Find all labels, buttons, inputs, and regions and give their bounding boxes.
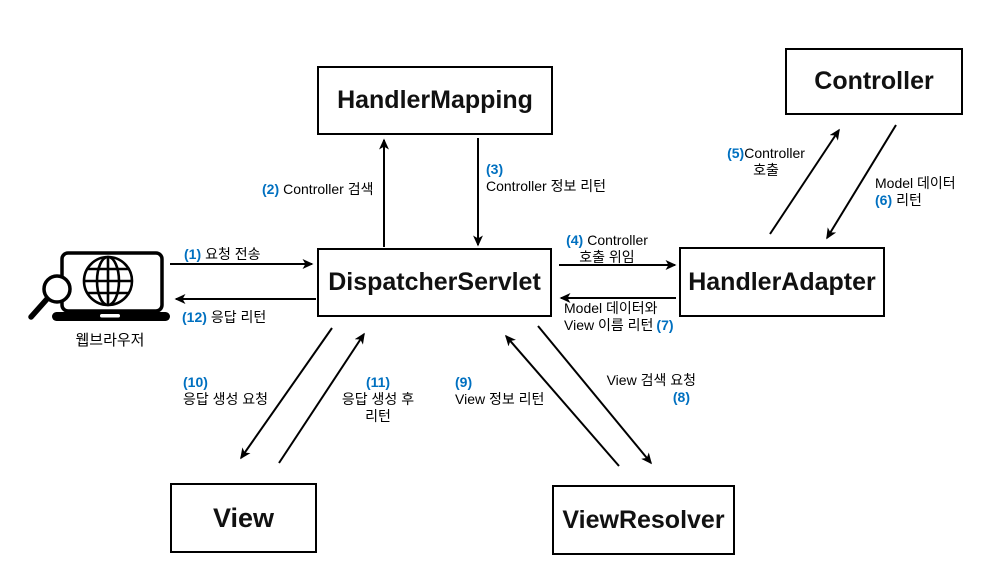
step-label-2: (2)Controller 검색 bbox=[262, 181, 373, 198]
step-label-4: (4)Controller 호출 위임 bbox=[561, 232, 653, 266]
web-browser-icon bbox=[28, 251, 170, 321]
step-label-12: (12)응답 리턴 bbox=[182, 309, 266, 326]
step-11-number: (11) bbox=[365, 374, 391, 390]
node-view-resolver-label: ViewResolver bbox=[562, 505, 725, 534]
step-7-text-line1: Model 데이터와 bbox=[564, 300, 658, 316]
step-label-11: (11) 응답 생성 후 리턴 bbox=[335, 374, 421, 425]
step-11-text-line2: 리턴 bbox=[365, 408, 391, 424]
step-6-number: (6) bbox=[875, 192, 893, 208]
step-1-number: (1) bbox=[184, 246, 202, 262]
step-2-text: Controller 검색 bbox=[283, 181, 374, 197]
node-dispatcher-servlet-label: DispatcherServlet bbox=[328, 268, 541, 296]
step-label-10: (10) 응답 생성 요청 bbox=[183, 374, 268, 408]
node-controller: Controller bbox=[785, 48, 963, 115]
step-4-text-line1: Controller bbox=[587, 232, 648, 248]
step-label-5: (5)Controller 호출 bbox=[722, 145, 810, 179]
step-9-text: View 정보 리턴 bbox=[455, 391, 545, 407]
step-11-text-line1: 응답 생성 후 bbox=[341, 391, 415, 407]
step-label-8: View 검색 요청 (8) bbox=[596, 372, 696, 406]
step-label-7: Model 데이터와 View 이름 리턴(7) bbox=[564, 300, 674, 334]
step-12-text: 응답 리턴 bbox=[210, 309, 267, 325]
step-7-text-line2: View 이름 리턴 bbox=[564, 317, 654, 333]
step-label-9: (9) View 정보 리턴 bbox=[455, 374, 544, 408]
step-2-number: (2) bbox=[262, 181, 280, 197]
step-12-number: (12) bbox=[182, 309, 207, 325]
step-8-text: View 검색 요청 bbox=[606, 372, 696, 388]
step-5-text-line2: 호출 bbox=[753, 162, 779, 178]
step-5-text-line1: Controller bbox=[744, 145, 805, 161]
step-label-6: Model 데이터 (6)리턴 bbox=[875, 175, 956, 209]
step-6-text-line2: 리턴 bbox=[896, 192, 922, 208]
node-handler-adapter: HandlerAdapter bbox=[679, 247, 885, 317]
node-view: View bbox=[170, 483, 317, 553]
step-1-text: 요청 전송 bbox=[205, 246, 261, 262]
step-5-number: (5) bbox=[727, 145, 745, 161]
step-label-1: (1)요청 전송 bbox=[184, 246, 261, 263]
magnifier-icon bbox=[28, 274, 72, 320]
step-3-number: (3) bbox=[486, 161, 504, 177]
node-view-resolver: ViewResolver bbox=[552, 485, 735, 555]
step-6-text-line1: Model 데이터 bbox=[875, 175, 956, 191]
step-9-number: (9) bbox=[455, 374, 473, 390]
step-7-number: (7) bbox=[656, 317, 674, 333]
node-handler-mapping-label: HandlerMapping bbox=[337, 86, 533, 114]
step-3-text: Controller 정보 리턴 bbox=[486, 178, 606, 194]
web-browser-caption: 웹브라우저 bbox=[75, 332, 145, 349]
node-controller-label: Controller bbox=[814, 67, 934, 95]
step-10-number: (10) bbox=[183, 374, 208, 390]
node-handler-mapping: HandlerMapping bbox=[317, 66, 553, 135]
step-4-text-line2: 호출 위임 bbox=[579, 249, 635, 265]
globe-icon bbox=[82, 255, 134, 307]
step-label-3: (3) Controller 정보 리턴 bbox=[486, 161, 606, 195]
node-handler-adapter-label: HandlerAdapter bbox=[688, 267, 876, 296]
step-8-number: (8) bbox=[672, 389, 690, 405]
node-dispatcher-servlet: DispatcherServlet bbox=[317, 248, 552, 317]
step-4-number: (4) bbox=[566, 232, 584, 248]
step-10-text: 응답 생성 요청 bbox=[183, 391, 269, 407]
node-view-label: View bbox=[212, 502, 275, 533]
